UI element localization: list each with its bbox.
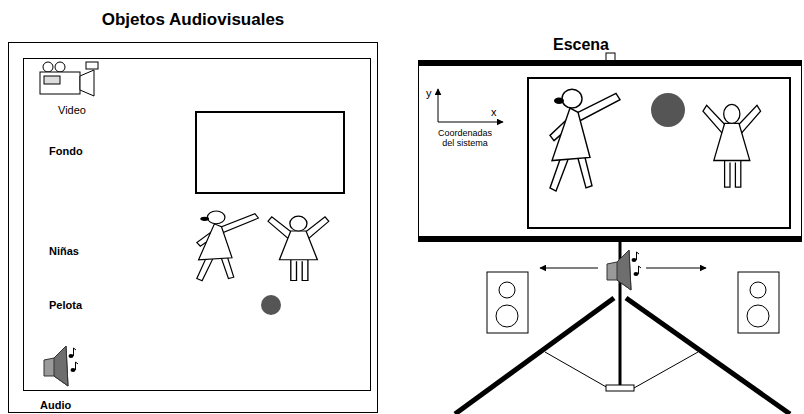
speaker-driver: [496, 305, 518, 327]
background-frame: [196, 112, 344, 193]
tripod-hub: [606, 385, 634, 391]
audio-icon: [44, 346, 78, 386]
panel-title: Escena: [541, 36, 621, 54]
panel-box: Objetos AudiovisualesAudioVideoFondoNiña…: [8, 42, 378, 413]
sound-arrow: [646, 268, 706, 269]
speaker-driver: [747, 305, 769, 327]
ball: [261, 295, 281, 315]
object-label: Niñas: [49, 245, 79, 258]
sound-arrow: [540, 268, 598, 269]
speaker-driver: [499, 282, 515, 298]
girl-figure: [197, 211, 259, 281]
object-label: Fondo: [49, 145, 83, 158]
panel-title: Objetos Audiovisuales: [9, 10, 377, 30]
axis-label: y: [426, 87, 432, 100]
projection-screen: EscenayxCoordenadas del sistema: [418, 60, 802, 242]
ball: [651, 93, 685, 127]
tripod-spreader: [545, 352, 698, 388]
camera-reel: [55, 62, 65, 72]
video-camera: [40, 62, 98, 96]
camera-viewfinder: [86, 62, 98, 69]
camera-panel: [44, 76, 60, 84]
axis-y: [438, 89, 439, 122]
camera-body: [40, 72, 80, 94]
axis-caption: Coordenadas del sistema: [434, 128, 496, 149]
object-label: Pelota: [49, 299, 82, 312]
loudspeaker: [487, 272, 528, 333]
objects-box: VideoFondoNiñasPelota: [23, 58, 371, 391]
camera-reel: [43, 62, 53, 72]
loudspeaker: [738, 272, 779, 333]
object-label: Video: [58, 104, 86, 117]
tripod-leg: [626, 298, 790, 414]
audio-icon: [607, 250, 641, 290]
axis-label: x: [491, 106, 497, 119]
speaker-box: [738, 272, 779, 333]
girl-figure: [550, 89, 620, 191]
tripod-leg: [455, 298, 614, 414]
object-label: Audio: [40, 399, 71, 412]
girl-figure: [703, 104, 761, 187]
speaker-box: [487, 272, 528, 333]
speaker-driver: [750, 282, 766, 298]
projected-image: [528, 78, 790, 228]
girl-figure: [268, 216, 329, 280]
camera-lens: [80, 70, 94, 96]
axis-x: [438, 122, 503, 123]
